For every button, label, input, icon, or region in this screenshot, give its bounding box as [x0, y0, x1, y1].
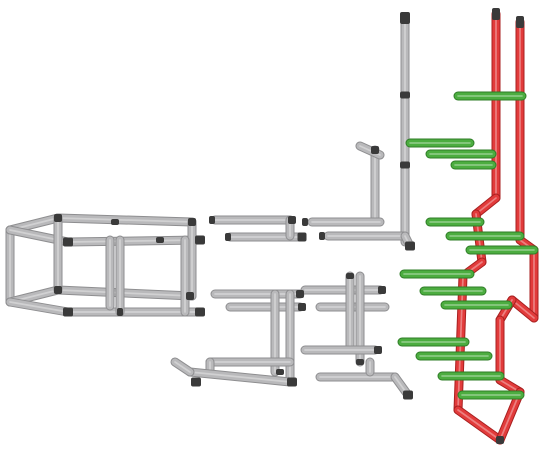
- connector-cap: [374, 346, 382, 354]
- connector-cap: [492, 8, 500, 20]
- connector-cap: [288, 216, 296, 224]
- connector-cap: [195, 307, 205, 317]
- grey-tube: [5, 297, 73, 317]
- connector-cap: [302, 218, 308, 226]
- grey-tube: [185, 367, 295, 387]
- red-tube: [453, 405, 505, 445]
- connector-cap: [111, 219, 119, 225]
- connector-cap: [403, 390, 413, 400]
- connector-cap: [287, 377, 297, 387]
- connector-cap: [225, 233, 231, 241]
- grey-tube-parts: [5, 13, 415, 400]
- connector-cap: [156, 237, 164, 243]
- connector-cap: [186, 292, 194, 300]
- connector-cap: [297, 232, 307, 242]
- connector-cap: [117, 308, 123, 316]
- connector-cap: [400, 161, 410, 169]
- connector-cap: [296, 290, 304, 298]
- red-tube: [507, 295, 539, 323]
- connector-cap: [319, 232, 325, 240]
- connector-cap: [54, 286, 62, 294]
- connector-cap: [371, 146, 379, 154]
- connector-cap: [195, 235, 205, 245]
- connector-caps: [54, 8, 524, 444]
- connector-cap: [496, 436, 504, 444]
- red-tube: [495, 387, 525, 445]
- connector-cap: [400, 12, 410, 24]
- connector-cap: [276, 369, 284, 375]
- connector-cap: [191, 377, 201, 387]
- connector-cap: [298, 303, 306, 311]
- grey-tube: [170, 357, 195, 377]
- connector-cap: [378, 286, 386, 294]
- connector-cap: [516, 16, 524, 28]
- connector-cap: [405, 241, 415, 251]
- connector-cap: [400, 91, 410, 99]
- connector-cap: [63, 237, 73, 247]
- grey-tube: [53, 285, 197, 301]
- grey-tube: [63, 235, 205, 247]
- connector-cap: [63, 307, 73, 317]
- green-ladder-rungs: [397, 91, 539, 400]
- connector-cap: [356, 359, 364, 365]
- connector-cap: [346, 273, 354, 279]
- connector-cap: [54, 214, 62, 222]
- connector-cap: [209, 216, 215, 224]
- grey-tube: [53, 213, 197, 227]
- connector-cap: [188, 218, 196, 226]
